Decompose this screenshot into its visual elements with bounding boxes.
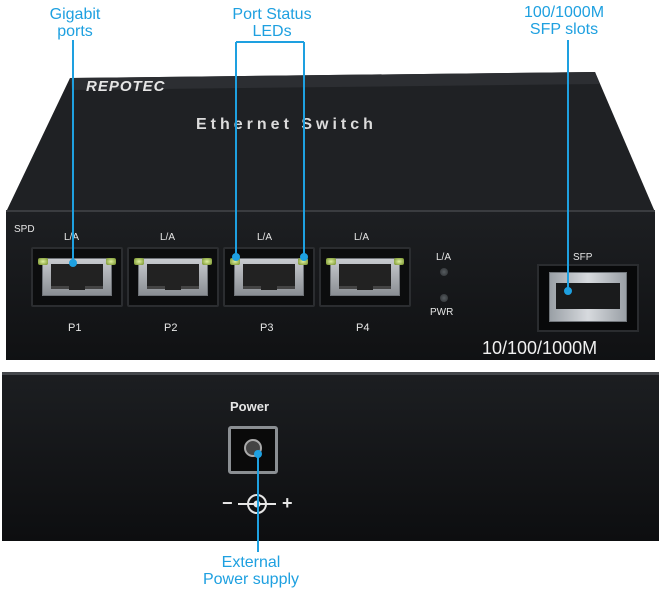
spd-led-p1 bbox=[38, 258, 48, 265]
status-la-led bbox=[440, 268, 448, 276]
external-power-callout: External Power supply bbox=[188, 554, 314, 588]
callout-line: ports bbox=[57, 23, 93, 40]
speed-label: 10/100/1000M bbox=[482, 338, 598, 358]
la-led-p3 bbox=[298, 258, 308, 265]
callout-line: External bbox=[221, 554, 281, 571]
brand-logo: REPOTEC bbox=[86, 78, 166, 95]
spd-led-p2 bbox=[134, 258, 144, 265]
status-pwr-led bbox=[440, 294, 448, 302]
top-face-edge bbox=[70, 72, 600, 90]
callout-line: Port Status bbox=[232, 6, 312, 23]
ethernet-port-p2[interactable] bbox=[127, 247, 219, 307]
polarity-minus: − bbox=[222, 493, 233, 513]
callout-line: LEDs bbox=[252, 23, 292, 40]
callout-line: Gigabit bbox=[49, 6, 101, 23]
spd-led-p4 bbox=[326, 258, 336, 265]
spd-label: SPD bbox=[14, 224, 35, 235]
port-label-p4: P4 bbox=[356, 322, 370, 334]
status-pwr-label: PWR bbox=[430, 307, 454, 318]
ethernet-port-p1[interactable] bbox=[31, 247, 123, 307]
top-face-surface bbox=[6, 72, 655, 212]
power-side-panel bbox=[2, 372, 659, 541]
la-label-p4: L/A bbox=[354, 232, 370, 243]
port-status-leds-callout: Port Status LEDs bbox=[212, 6, 332, 40]
la-led-p1 bbox=[106, 258, 116, 265]
la-led-p2 bbox=[202, 258, 212, 265]
polarity-plus: + bbox=[282, 493, 293, 513]
la-label-p3: L/A bbox=[257, 232, 273, 243]
callout-line: Power supply bbox=[202, 571, 300, 588]
gigabit-ports-callout: Gigabit ports bbox=[30, 6, 120, 40]
sfp-slot[interactable] bbox=[537, 264, 639, 332]
spd-led-p3 bbox=[230, 258, 240, 265]
la-label-p2: L/A bbox=[160, 232, 176, 243]
callout-line: SFP slots bbox=[529, 21, 599, 38]
port-label-p3: P3 bbox=[260, 322, 274, 334]
polarity-symbol-icon bbox=[238, 494, 276, 514]
callout-line: 100/1000M bbox=[523, 4, 605, 21]
power-label: Power bbox=[230, 399, 270, 414]
sfp-slots-callout: 100/1000M SFP slots bbox=[503, 4, 625, 38]
ethernet-port-p4[interactable] bbox=[319, 247, 411, 307]
sfp-label: SFP bbox=[573, 252, 593, 263]
dc-power-jack[interactable] bbox=[228, 426, 278, 474]
port-label-p2: P2 bbox=[164, 322, 178, 334]
la-label-p1: L/A bbox=[64, 232, 80, 243]
port-label-p1: P1 bbox=[68, 322, 82, 334]
ethernet-port-p3[interactable] bbox=[223, 247, 315, 307]
status-la-label: L/A bbox=[436, 252, 452, 263]
device-name: Ethernet Switch bbox=[196, 116, 377, 133]
la-led-p4 bbox=[394, 258, 404, 265]
